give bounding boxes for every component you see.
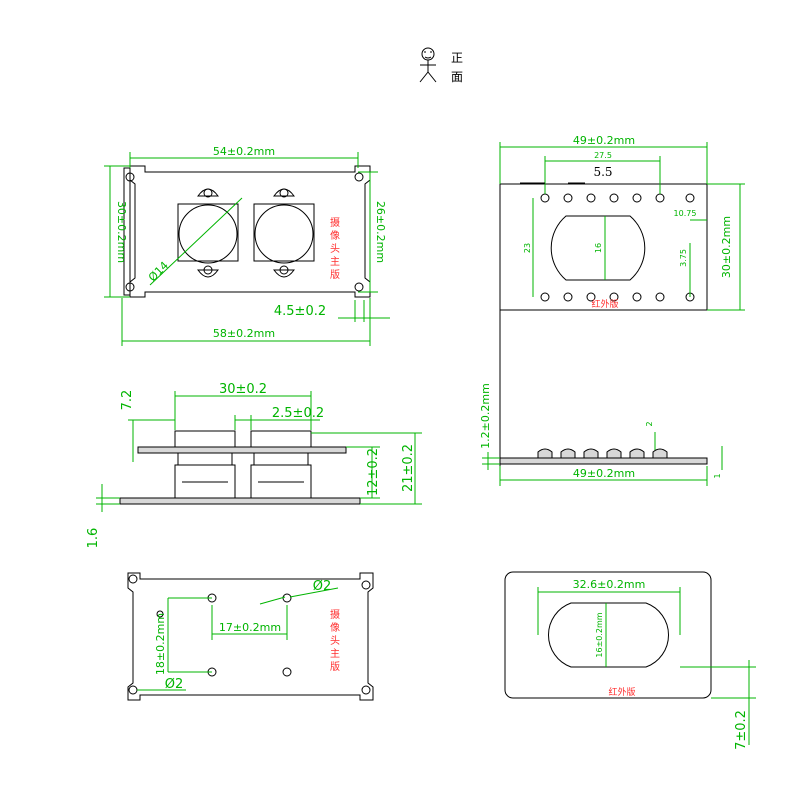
cam-back-ch4: 主 (330, 648, 340, 660)
dim-2-5: 2.5±0.2 (272, 406, 324, 421)
dim-23: 23 (523, 243, 532, 253)
dim-hole-d2-top: Ø2 (313, 579, 332, 594)
dim-30-left: 30±0.2mm (115, 201, 128, 263)
cam-back-ch2: 像 (330, 622, 340, 634)
dim-26: 26±0.2mm (374, 201, 387, 263)
dim-10-75: 10.75 (674, 209, 697, 218)
dim-30-side: 30±0.2 (219, 382, 267, 397)
dim-49-top: 49±0.2mm (573, 134, 635, 147)
ir-board-label-top: 红外版 (591, 298, 618, 310)
camera-board-top-view (123, 165, 371, 298)
dim-7-2: 7.2 (120, 390, 135, 411)
dimension-lines-ir-side (482, 432, 723, 486)
dim-5-5: 5.5 (593, 165, 612, 179)
dim-3-75: 3.75 (679, 249, 688, 267)
cam-back-ch1: 摄 (330, 608, 340, 621)
dim-2: 2 (645, 421, 654, 426)
cam-label-ch3: 头 (330, 243, 340, 255)
dim-16-back: 16±0.2mm (595, 612, 604, 657)
dimension-lines-ir-back (537, 587, 756, 745)
dim-4-5: 4.5±0.2 (274, 304, 326, 319)
dim-27-5: 27.5 (594, 151, 612, 160)
dim-1-6: 1.6 (86, 528, 101, 549)
cam-label-ch2: 像 (330, 230, 340, 242)
camera-back-label-vertical: 摄 像 头 主 版 (330, 608, 340, 673)
dim-32-6: 32.6±0.2mm (573, 578, 646, 591)
dim-58: 58±0.2mm (213, 327, 275, 340)
dim-49-side: 49±0.2mm (573, 467, 635, 480)
dimension-lines-side (96, 391, 422, 512)
front-label-char2: 面 (451, 70, 463, 84)
cam-back-ch3: 头 (330, 635, 340, 647)
front-label-char1: 正 (451, 51, 463, 65)
dim-12: 12±0.2 (366, 448, 381, 496)
dimension-lines-top-left (104, 152, 390, 346)
camera-board-label-vertical: 摄 像 头 主 版 (330, 216, 340, 281)
dim-7: 7±0.2 (734, 710, 749, 750)
cam-back-ch5: 版 (330, 660, 340, 673)
dimension-lines-back (137, 587, 339, 691)
dim-1: 1 (713, 473, 722, 478)
dim-54: 54±0.2mm (213, 145, 275, 158)
ir-board-side-view (499, 184, 708, 466)
cam-label-ch4: 主 (330, 256, 340, 268)
dim-16: 16 (594, 243, 603, 253)
camera-board-side-view (119, 430, 361, 505)
dim-21: 21±0.2 (401, 444, 416, 492)
cam-label-ch5: 版 (330, 268, 340, 281)
dim-diameter-14: Ø14 (146, 259, 171, 284)
dim-30-right: 30±0.2mm (720, 216, 733, 278)
front-orientation-figure (419, 47, 437, 83)
dim-17: 17±0.2mm (219, 621, 281, 634)
dim-hole-d2-bottom: Ø2 (165, 677, 184, 692)
cam-label-ch1: 摄 (330, 216, 340, 229)
ir-board-label-back: 红外版 (608, 686, 635, 698)
ir-board-back-view (504, 571, 712, 699)
dim-1-2: 1.2±0.2mm (479, 383, 492, 449)
dim-18: 18±0.2mm (154, 613, 167, 675)
dimension-lines-top-right (499, 142, 745, 311)
